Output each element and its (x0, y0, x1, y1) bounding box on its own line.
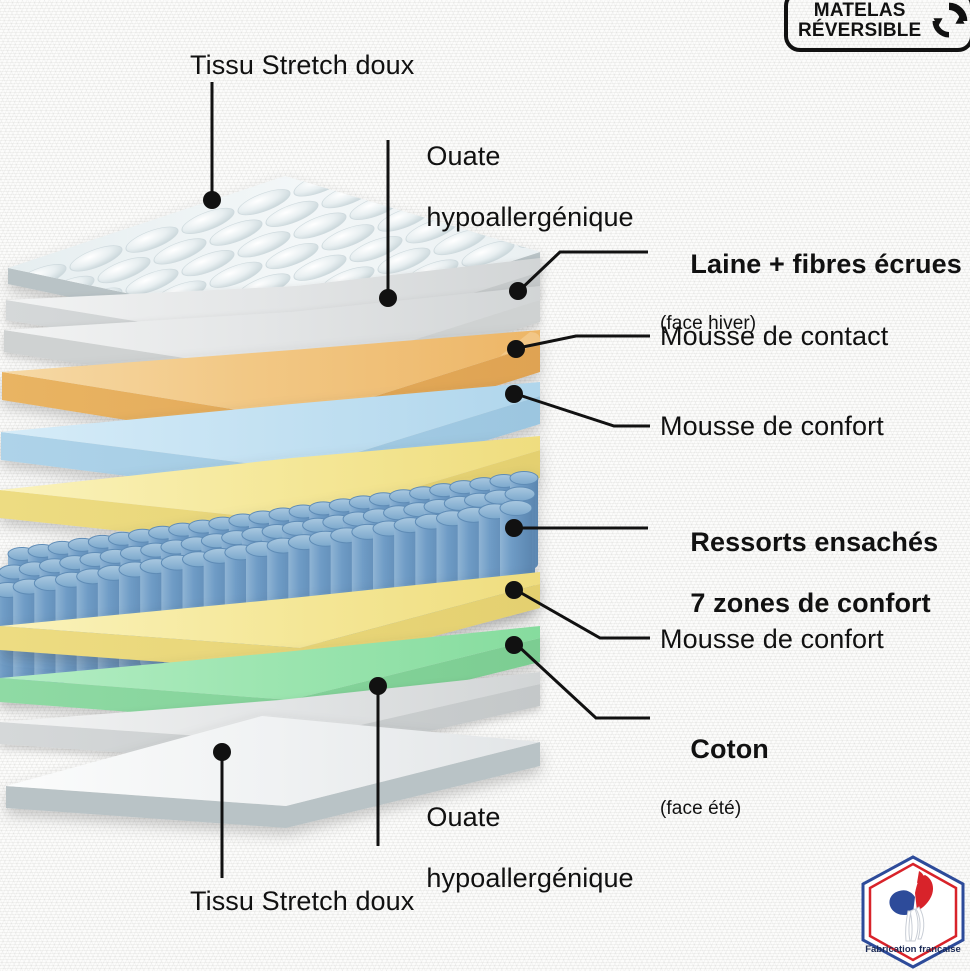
label-ouate-bottom: Ouate hypoallergénique (396, 772, 634, 923)
label-coton-main: Coton (690, 734, 769, 765)
french-made-badge-text: Fabrication française (865, 944, 961, 955)
label-ouate-bottom-line1: Ouate (426, 802, 501, 833)
label-coton: Coton (face été) (660, 704, 769, 879)
badge-hexagon-inner (868, 862, 958, 962)
dot-coton (505, 636, 523, 654)
dot-ouate-bottom (369, 677, 387, 695)
label-laine-main: Laine + fibres écrues (690, 249, 962, 280)
leader-laine (518, 250, 648, 292)
leader-mousse-contact (517, 334, 650, 350)
dot-ressorts (505, 519, 523, 537)
reversible-arrows-icon (932, 2, 968, 38)
leader-lines (210, 82, 650, 878)
label-ressorts-line2: 7 zones de confort (690, 587, 931, 618)
leader-mousse-confort-top (515, 392, 650, 428)
leader-mousse-confort-bottom (515, 588, 650, 640)
label-ouate-bottom-line2: hypoallergénique (426, 862, 634, 893)
label-ressorts-line1: Ressorts ensachés (690, 527, 939, 558)
label-ressorts: Ressorts ensachés 7 zones de confort (660, 497, 938, 648)
french-made-badge: Fabrication française (861, 855, 965, 969)
label-coton-sub: (face été) (660, 797, 742, 819)
dot-tissu-bottom (213, 743, 231, 761)
reversible-badge-line2: RÉVERSIBLE (798, 20, 922, 41)
dot-mousse-confort-bottom (505, 581, 523, 599)
leader-dots (203, 191, 527, 761)
label-tissu-stretch-doux-top: Tissu Stretch doux (190, 50, 415, 80)
layer-ouate-hypoallergenique-bottom (0, 672, 540, 764)
label-mousse-de-confort-top: Mousse de confort (660, 411, 884, 441)
reversible-badge-line1: MATELAS (813, 0, 906, 22)
dot-tissu-top (203, 191, 221, 209)
leader-coton (514, 642, 650, 720)
layer-mousse-de-confort-bottom (0, 572, 540, 672)
dot-ouate-top (379, 289, 397, 307)
label-ouate-top-line1: Ouate (426, 141, 501, 172)
dot-laine (509, 282, 527, 300)
label-mousse-de-confort-bottom: Mousse de confort (660, 624, 884, 654)
label-tissu-stretch-doux-bottom: Tissu Stretch doux (190, 886, 415, 916)
reversible-badge-text: MATELAS RÉVERSIBLE (798, 1, 921, 41)
label-ouate-top: Ouate hypoallergénique (396, 111, 634, 262)
dot-mousse-confort-top (505, 385, 523, 403)
french-rooster-icon (889, 871, 933, 942)
label-ouate-top-line2: hypoallergénique (426, 201, 634, 232)
layer-coton (0, 626, 540, 724)
reversible-badge: MATELAS RÉVERSIBLE (784, 0, 970, 52)
layer-tissu-stretch-doux-bottom (6, 716, 540, 828)
label-laine: Laine + fibres écrues (face hiver) (660, 219, 962, 394)
label-laine-sub: (face hiver) (660, 312, 757, 334)
layer-mousse-de-confort-top (1, 382, 540, 498)
label-mousse-de-contact: Mousse de contact (660, 321, 889, 351)
layer-mousse-confort-yellow-top (0, 436, 540, 550)
dot-mousse-contact (507, 340, 525, 358)
